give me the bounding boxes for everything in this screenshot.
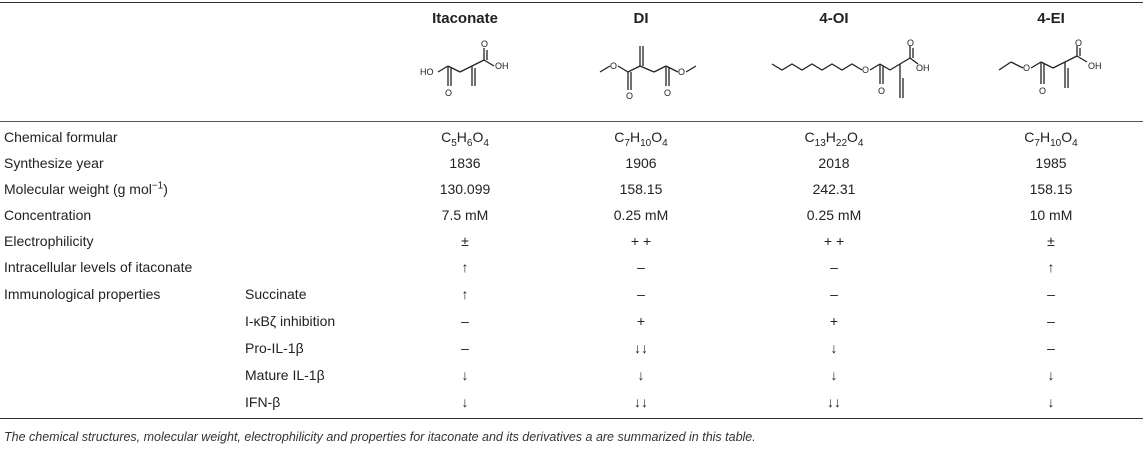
table-cell: – [637, 259, 645, 275]
row-label: Intracellular levels of itaconate [4, 259, 193, 275]
formula-cell: C7H10O4 [614, 129, 668, 149]
table-cell: – [1047, 286, 1055, 302]
table-cell: ↓ [830, 340, 838, 356]
table-cell: ↓ [461, 367, 469, 383]
table-cell: – [1047, 340, 1055, 356]
4-ei-structure: O O O OH [995, 38, 1115, 108]
row-label: Chemical formular [4, 129, 118, 145]
table-top-rule [0, 2, 1143, 3]
table-cell: – [1047, 313, 1055, 329]
table-cell: ↑ [1047, 259, 1055, 275]
table-cell: ↓↓ [634, 340, 648, 356]
itaconate-ho-label: HO [420, 67, 434, 77]
row-label: Immunological properties [4, 286, 161, 302]
row-label: Synthesize year [4, 155, 104, 171]
table-cell: ± [1047, 233, 1055, 249]
table-cell: – [830, 286, 838, 302]
ei-o-label-1: O [1023, 63, 1030, 73]
oi-oh-label: OH [916, 63, 930, 73]
row-label: Concentration [4, 207, 92, 223]
table-row: Electrophilicity ± + + + + ± [0, 228, 1143, 254]
table-cell: + + [630, 233, 652, 249]
table-row: Pro-IL-1β – ↓↓ ↓ – [0, 335, 1143, 361]
row-label: Electrophilicity [4, 233, 94, 249]
table-cell: ↓ [1047, 367, 1055, 383]
table-cell: ↓↓ [634, 394, 648, 410]
4-oi-structure: O O O OH [770, 38, 930, 110]
table-cell: 1906 [625, 155, 657, 171]
table-cell: – [461, 313, 469, 329]
table-cell: 7.5 mM [441, 207, 489, 223]
table-cell: 0.25 mM [613, 207, 669, 223]
di-structure: O O O O [596, 38, 726, 108]
table-cell: + + [823, 233, 845, 249]
table-cell: 242.31 [812, 181, 856, 197]
row-sublabel: Pro-IL-1β [245, 340, 304, 356]
di-o-label-1: O [610, 61, 617, 71]
column-header-4-oi: 4-OI [819, 10, 849, 27]
table-cell: ↓↓ [827, 394, 841, 410]
table-cell: ↓ [637, 367, 645, 383]
table-cell: ↑ [461, 259, 469, 275]
itaconate-oh-label: OH [495, 61, 509, 71]
header-rule [0, 121, 1143, 122]
table-caption: The chemical structures, molecular weigh… [4, 430, 756, 444]
row-sublabel: Succinate [245, 286, 307, 302]
column-header-itaconate: Itaconate [432, 10, 498, 27]
table-row: Chemical formular C5H6O4 C7H10O4 C13H22O… [0, 124, 1143, 150]
formula-cell: C13H22O4 [804, 129, 864, 149]
table-cell: + [829, 313, 839, 329]
di-o-label-4: O [664, 88, 671, 98]
table-cell: 1836 [449, 155, 481, 171]
table-cell: ↑ [461, 286, 469, 302]
table-row: IFN-β ↓ ↓↓ ↓↓ ↓ [0, 389, 1143, 415]
table-row: Mature IL-1β ↓ ↓ ↓ ↓ [0, 362, 1143, 388]
itaconate-o-label: O [445, 88, 452, 98]
table-cell: 130.099 [439, 181, 491, 197]
di-o-label-3: O [678, 67, 685, 77]
oi-o-label-1: O [862, 65, 869, 75]
di-o-label-2: O [626, 91, 633, 101]
formula-cell: C5H6O4 [441, 129, 489, 149]
table-cell: – [637, 286, 645, 302]
ei-o-label-3: O [1075, 38, 1082, 48]
table-cell: ± [461, 233, 469, 249]
table-cell: 2018 [818, 155, 850, 171]
oi-o-label-2: O [878, 86, 885, 96]
table-cell: + [636, 313, 646, 329]
table-row: Concentration 7.5 mM 0.25 mM 0.25 mM 10 … [0, 202, 1143, 228]
table-bottom-rule [0, 418, 1143, 419]
table-row: Immunological properties Succinate ↑ – –… [0, 281, 1143, 307]
table-cell: 158.15 [619, 181, 663, 197]
table-cell: 158.15 [1029, 181, 1073, 197]
table-cell: ↓ [461, 394, 469, 410]
row-sublabel: I-κBζ inhibition [245, 313, 336, 329]
table-cell: 1985 [1035, 155, 1067, 171]
row-label: Molecular weight (g mol−1) [4, 180, 168, 197]
row-sublabel: IFN-β [245, 394, 281, 410]
itaconate-structure: HO O OH O [418, 38, 518, 108]
oi-o-label-3: O [907, 38, 914, 48]
ei-o-label-2: O [1039, 86, 1046, 96]
column-header-4-ei: 4-EI [1037, 10, 1065, 27]
table-cell: 0.25 mM [806, 207, 862, 223]
table-row: Molecular weight (g mol−1) 130.099 158.1… [0, 176, 1143, 202]
formula-cell: C7H10O4 [1024, 129, 1078, 149]
table-cell: 10 mM [1029, 207, 1073, 223]
table-row: Intracellular levels of itaconate ↑ – – … [0, 254, 1143, 280]
table-cell: ↓ [1047, 394, 1055, 410]
row-sublabel: Mature IL-1β [245, 367, 325, 383]
ei-oh-label: OH [1088, 61, 1102, 71]
column-header-di: DI [633, 10, 649, 27]
table-row: I-κBζ inhibition – + + – [0, 308, 1143, 334]
table-cell: – [830, 259, 838, 275]
table-cell: ↓ [830, 367, 838, 383]
table-cell: – [461, 340, 469, 356]
table-row: Synthesize year 1836 1906 2018 1985 [0, 150, 1143, 176]
itaconate-o2-label: O [481, 39, 488, 49]
